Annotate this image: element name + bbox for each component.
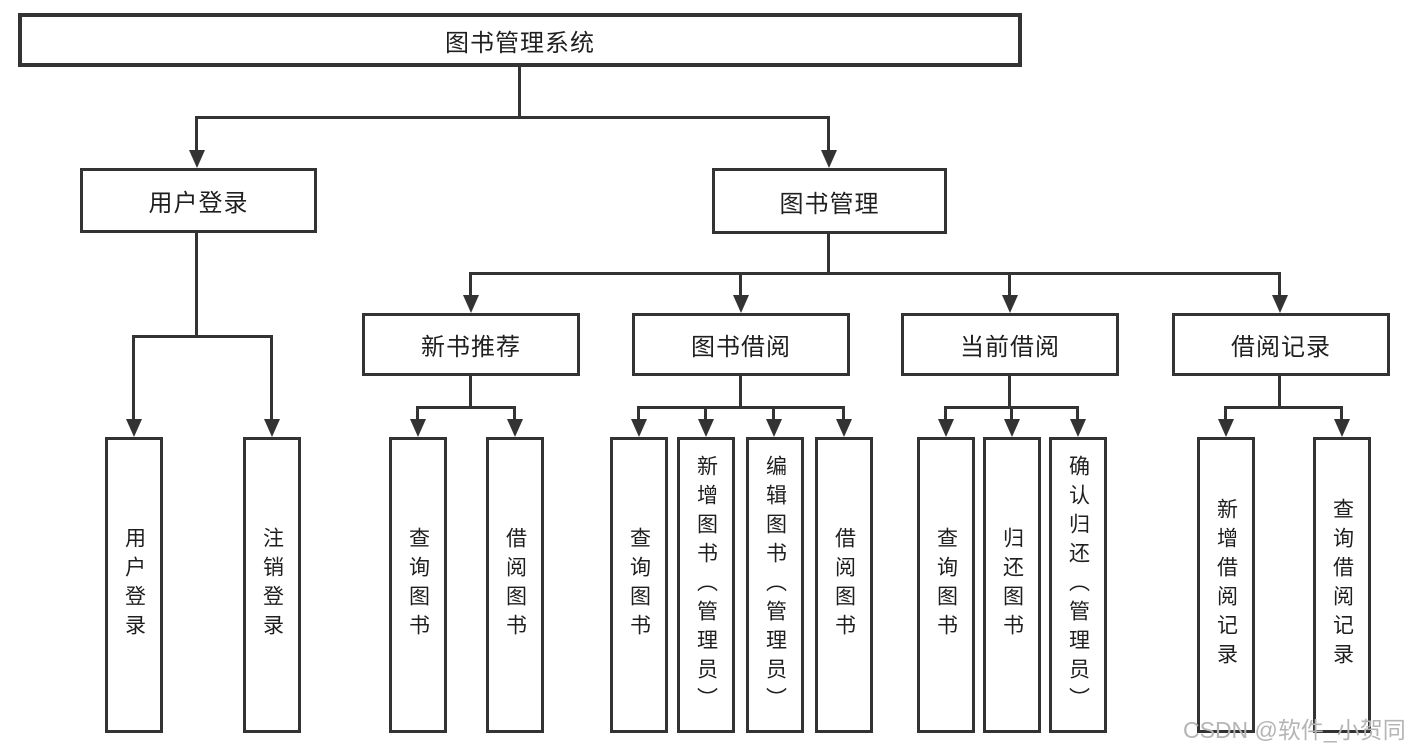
node-borrow-books: 借阅图书 [486,437,544,733]
arrow-down-icon [1272,295,1288,313]
node-label: 编辑图书（管理员） [763,454,787,716]
connector-rail-user-login [132,335,273,338]
arrow-stem [513,407,516,423]
node-label: 新书推荐 [421,334,521,361]
node-label: 借阅记录 [1231,334,1331,361]
arrow-down-icon [836,419,852,437]
node-label: 用户登录 [148,190,249,217]
arrow-stem [1008,273,1011,299]
connector-l3-stem [469,376,472,409]
arrow-down-icon [1070,419,1086,437]
arrow-stem [270,335,273,423]
node-borrow-books: 借阅图书 [815,437,873,733]
connector-rail-level3 [469,272,1281,275]
connector-book-mgmt-stem [827,234,830,275]
node-return-book: 归还图书 [983,437,1041,733]
node-label: 注销登录 [260,527,284,643]
node-label: 新增图书（管理员） [694,454,718,716]
arrow-stem [1076,407,1079,423]
arrow-down-icon [189,150,205,168]
node-label: 借阅图书 [832,527,856,643]
arrow-down-icon [1002,295,1018,313]
arrow-stem [739,273,742,299]
connector-rail-level2 [195,116,830,119]
node-library-management-system: 图书管理系统 [18,13,1022,67]
node-current-borrow: 当前借阅 [901,313,1119,376]
arrow-stem [1224,407,1227,423]
arrow-down-icon [698,419,714,437]
arrow-stem [827,117,830,155]
node-label: 当前借阅 [960,334,1060,361]
node-query-borrow-record: 查询借阅记录 [1313,437,1371,733]
node-label: 图书管理系统 [445,29,595,57]
arrow-down-icon [1004,419,1020,437]
arrow-down-icon [463,295,479,313]
node-add-book-admin: 新增图书（管理员） [677,437,735,733]
connector-l3-stem [1278,376,1281,409]
arrow-stem [416,407,419,423]
node-confirm-return-admin: 确认归还（管理员） [1049,437,1107,733]
connector-rail-borrow-records [1224,406,1343,409]
node-label: 查询图书 [934,527,958,643]
node-user-login-leaf: 用户登录 [105,437,163,733]
arrow-down-icon [631,419,647,437]
arrow-down-icon [507,419,523,437]
node-label: 确认归还（管理员） [1066,454,1090,716]
arrow-stem [842,407,845,423]
arrow-down-icon [938,419,954,437]
node-query-books: 查询图书 [917,437,975,733]
node-label: 借阅图书 [503,527,527,643]
node-logout: 注销登录 [243,437,301,733]
arrow-stem [469,273,472,299]
arrow-down-icon [1334,419,1350,437]
node-label: 图书借阅 [691,334,791,361]
arrow-down-icon [766,419,782,437]
connector-root-stem [518,67,521,119]
arrow-stem [772,407,775,423]
arrow-stem [1340,407,1343,423]
arrow-stem [1010,407,1013,423]
node-edit-book-admin: 编辑图书（管理员） [746,437,804,733]
arrow-down-icon [1218,419,1234,437]
arrow-down-icon [264,419,280,437]
connector-l3-stem [1008,376,1011,409]
node-label: 新增借阅记录 [1214,498,1238,672]
node-label: 查询图书 [406,527,430,643]
connector-user-login-stem [195,233,198,338]
arrow-stem [637,407,640,423]
arrow-down-icon [821,150,837,168]
connector-l3-stem [739,376,742,409]
node-query-books: 查询图书 [610,437,668,733]
arrow-down-icon [410,419,426,437]
arrow-stem [132,335,135,423]
arrow-down-icon [733,295,749,313]
node-label: 查询借阅记录 [1330,498,1354,672]
arrow-stem [195,117,198,155]
node-query-books: 查询图书 [389,437,447,733]
node-label: 图书管理 [779,190,880,218]
arrow-stem [944,407,947,423]
node-add-borrow-record: 新增借阅记录 [1197,437,1255,733]
node-label: 查询图书 [627,527,651,643]
connector-rail-new-book [416,406,516,409]
node-user-login: 用户登录 [80,168,317,233]
connector-rail-book-borrow [637,406,845,409]
node-label: 用户登录 [122,527,146,643]
node-borrow-records: 借阅记录 [1172,313,1390,376]
node-new-book-recommend: 新书推荐 [362,313,580,376]
arrow-stem [1278,273,1281,299]
arrow-down-icon [126,419,142,437]
csdn-watermark: CSDN @软件_小贺同学 [1183,717,1405,743]
node-book-borrow: 图书借阅 [632,313,850,376]
arrow-stem [704,407,707,423]
node-book-management: 图书管理 [712,168,947,234]
node-label: 归还图书 [1000,527,1024,643]
